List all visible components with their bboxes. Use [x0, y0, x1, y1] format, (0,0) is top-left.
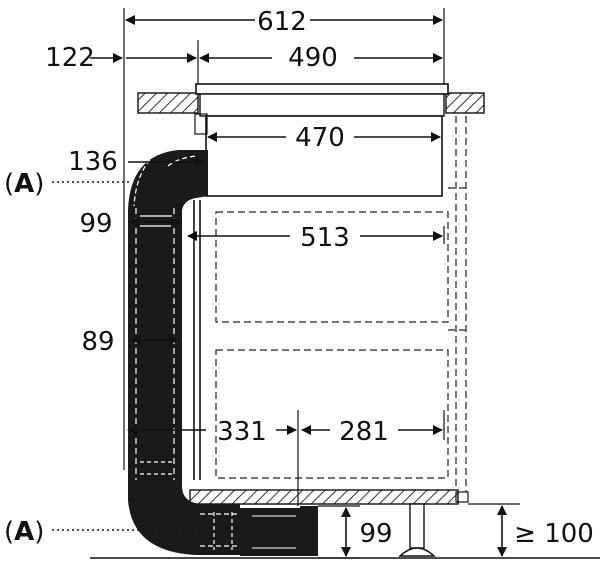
dim-width-total: 612 — [257, 7, 307, 37]
dim-duct-to-center: 331 — [217, 417, 267, 447]
dim-center-to-back: 281 — [339, 417, 389, 447]
dimension-arrows — [90, 15, 507, 557]
cabinet-outline — [193, 113, 467, 492]
callout-a-bottom: (A) — [4, 517, 44, 547]
cabinet-bottom — [189, 489, 469, 505]
dim-duct-height: 99 — [359, 519, 392, 549]
callout-a-top: (A) — [4, 169, 44, 199]
cabinet-foot — [398, 503, 436, 557]
air-duct — [128, 150, 318, 556]
dim-plinth-min: ≥ 100 — [514, 519, 594, 549]
callout-leaders — [52, 181, 200, 531]
dim-cooktop-width: 490 — [288, 43, 338, 73]
dim-cooktop-inner: 470 — [295, 123, 345, 153]
dim-duct-offset: 136 — [68, 147, 118, 177]
worktop — [137, 92, 485, 114]
dim-offset-left: 122 — [45, 43, 95, 73]
dim-duct-depth: 99 — [79, 209, 112, 239]
dim-duct-width: 89 — [81, 327, 114, 357]
extension-lines — [123, 8, 520, 559]
dim-cabinet-inner: 513 — [300, 223, 350, 253]
